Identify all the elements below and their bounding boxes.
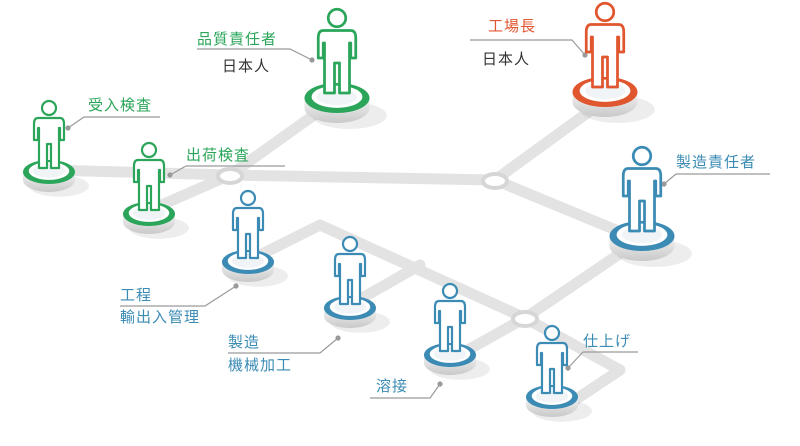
- label-production-manager: 製造責任者: [676, 153, 757, 171]
- leader-receiving-inspection: [65, 116, 160, 131]
- label-finishing: 仕上げ: [583, 332, 632, 350]
- figure-production-manager: [609, 145, 692, 267]
- hub-bottom: [511, 310, 539, 328]
- label-welding: 溶接: [376, 377, 409, 395]
- label-receiving-inspection: 受入検査: [88, 96, 153, 114]
- label-plant-manager-sub: 日本人: [482, 50, 531, 68]
- leader-manufacturing: [228, 335, 341, 354]
- figure-plant-manager: [572, 1, 655, 123]
- figure-shipping-inspection: [123, 141, 189, 239]
- figure-welding: [424, 282, 490, 380]
- label-manufacturing-sub: 機械加工: [228, 356, 293, 374]
- label-process-sub: 輸出入管理: [120, 308, 201, 326]
- leader-plant-manager: [470, 39, 588, 58]
- label-plant-manager: 工場長: [488, 17, 537, 35]
- person-figures: [23, 1, 692, 422]
- label-quality-manager: 品質責任者: [197, 30, 278, 48]
- label-manufacturing: 製造: [228, 333, 261, 351]
- leader-process: [120, 283, 239, 307]
- figure-finishing: [526, 324, 592, 422]
- hub-right: [481, 172, 509, 190]
- leader-shipping-inspection: [167, 165, 285, 178]
- leader-welding: [370, 381, 443, 399]
- leader-finishing: [565, 351, 638, 371]
- figure-process: [222, 189, 288, 287]
- figure-manufacturing: [324, 235, 390, 333]
- figure-quality-manager: [304, 7, 387, 129]
- path-process-to-hub2: [244, 219, 531, 324]
- leader-production-manager: [661, 173, 770, 187]
- label-leader-lines: [65, 39, 770, 399]
- label-quality-manager-sub: 日本人: [222, 57, 271, 75]
- figure-receiving-inspection: [23, 99, 89, 197]
- leader-quality-manager: [197, 48, 315, 63]
- hub-left: [216, 167, 244, 185]
- junction-hubs: [216, 167, 539, 328]
- label-shipping-inspection: 出荷検査: [186, 146, 251, 164]
- path-hub-to-junction: [224, 169, 501, 186]
- label-process: 工程: [120, 286, 153, 304]
